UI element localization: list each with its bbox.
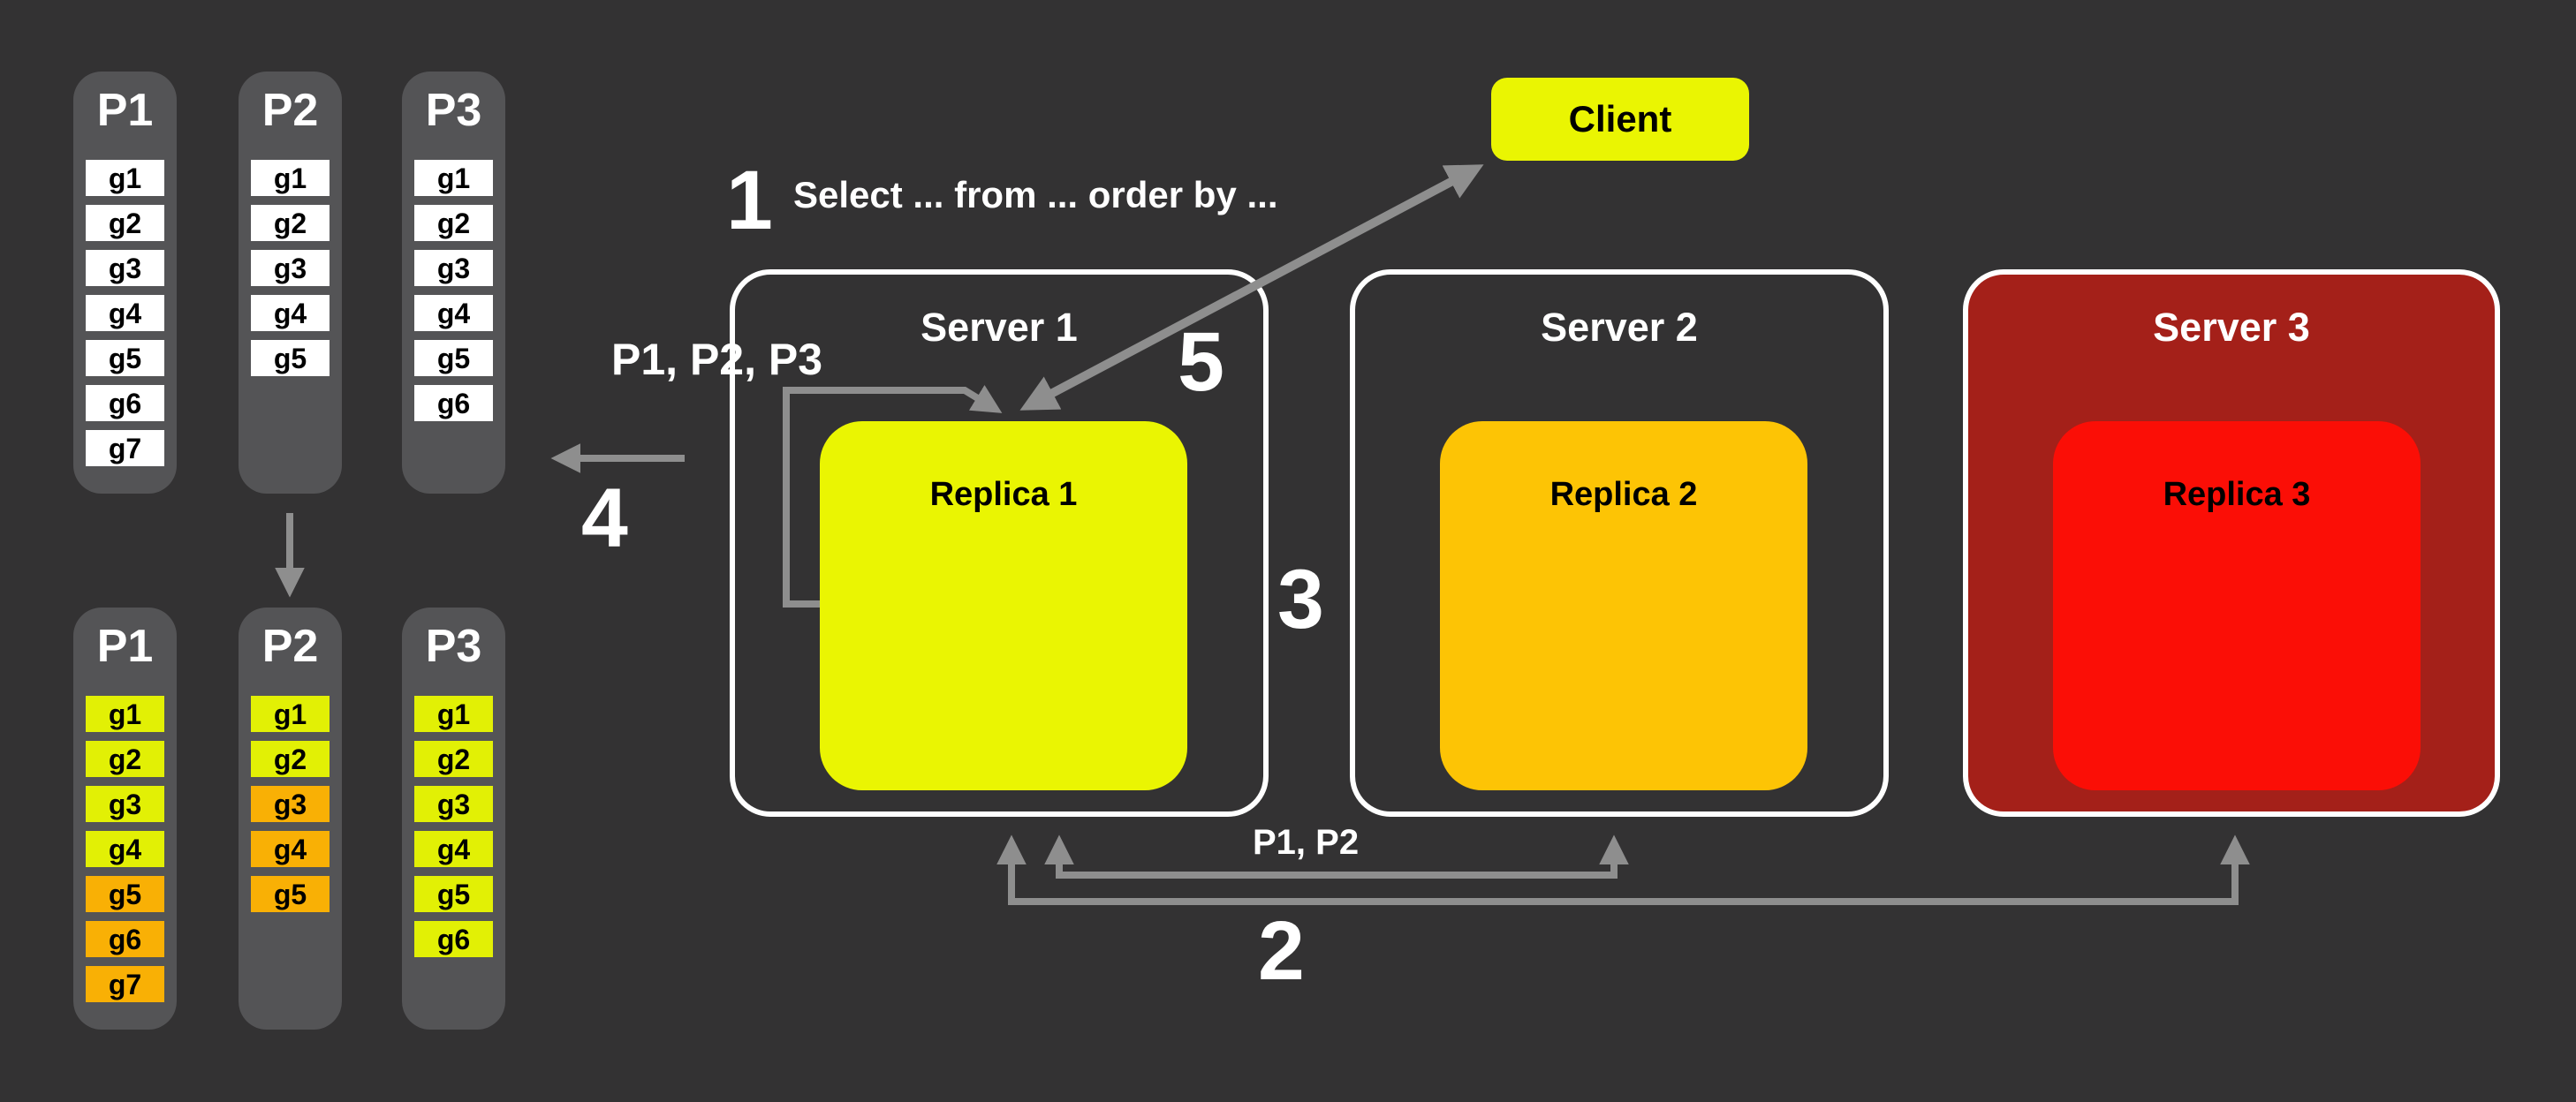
partition-cell: g4 <box>86 831 164 867</box>
step-3-number: 3 <box>1277 553 1324 646</box>
replica3-box: Replica 3 <box>2053 421 2421 790</box>
sorted-partition-column-p2: P2 g1 g2 g3 g4 g5 <box>239 608 342 1030</box>
replica3-label: Replica 3 <box>2163 476 2311 513</box>
client-box: Client <box>1491 78 1749 161</box>
partition-header: P3 <box>425 85 482 136</box>
partition-cell: g5 <box>414 876 493 912</box>
sorted-partition-column-p3: P3 g1 g2 g3 g4 g5 g6 <box>402 608 505 1030</box>
partition-cell: g1 <box>414 160 493 196</box>
unsorted-partition-column-p1: P1 g1 g2 g3 g4 g5 g6 g7 <box>73 72 177 494</box>
step-2-number: 2 <box>1258 904 1305 998</box>
server1-box: Server 1 5 Replica 1 <box>730 269 1269 817</box>
subquery-bracket-server2-arrow <box>1044 834 1629 879</box>
partition-cell: g2 <box>251 741 330 777</box>
unsorted-partition-column-p2: P2 g1 g2 g3 g4 g5 <box>239 72 342 494</box>
partition-cell: g1 <box>251 160 330 196</box>
partition-cell: g7 <box>86 430 164 466</box>
step-4-number: 4 <box>581 472 628 565</box>
partition-cell: g1 <box>86 696 164 732</box>
server3-box: Server 3 Replica 3 <box>1963 269 2500 817</box>
partition-cell: g6 <box>414 921 493 957</box>
partition-cell: g5 <box>86 876 164 912</box>
partition-header: P1 <box>96 85 154 136</box>
partition-cell: g3 <box>414 786 493 822</box>
partition-cell: g1 <box>251 696 330 732</box>
server2-title: Server 2 <box>1541 305 1698 350</box>
scatter-partitions-label: P1, P2, P3 <box>611 335 823 384</box>
partition-cell: g6 <box>86 921 164 957</box>
partition-cell: g4 <box>251 831 330 867</box>
partition-cell: g4 <box>414 295 493 331</box>
partition-cell: g3 <box>251 250 330 286</box>
partition-cell: g3 <box>86 786 164 822</box>
local-query-loop-arrow <box>783 385 1003 608</box>
partition-cell: g2 <box>251 205 330 241</box>
sorted-partition-column-p1: P1 g1 g2 g3 g4 g5 g6 g7 <box>73 608 177 1030</box>
partition-cell: g3 <box>86 250 164 286</box>
partition-header: P2 <box>261 621 319 672</box>
replica2-label: Replica 2 <box>1549 476 1698 513</box>
step-1-number: 1 <box>726 154 773 247</box>
partition-cell: g6 <box>414 385 493 421</box>
partition-cell: g4 <box>86 295 164 331</box>
partition-cell: g2 <box>86 205 164 241</box>
partition-cell: g5 <box>414 340 493 376</box>
unsorted-partition-column-p3: P3 g1 g2 g3 g4 g5 g6 <box>402 72 505 494</box>
partition-cell: g2 <box>414 205 493 241</box>
partition-cell: g3 <box>251 786 330 822</box>
partition-cell: g1 <box>86 160 164 196</box>
partition-cell: g2 <box>414 741 493 777</box>
partition-cell: g7 <box>86 966 164 1002</box>
client-query-result-arrow <box>1019 164 1484 411</box>
server3-title: Server 3 <box>2153 305 2310 350</box>
partition-cell: g4 <box>414 831 493 867</box>
partition-header: P2 <box>261 85 319 136</box>
partition-cell: g2 <box>86 741 164 777</box>
partition-header: P3 <box>425 621 482 672</box>
replica1-label: Replica 1 <box>929 476 1078 513</box>
partition-cell: g6 <box>86 385 164 421</box>
replica2-box: Replica 2 <box>1440 421 1807 790</box>
gather-partitions-label: P1, P2 <box>1253 823 1360 862</box>
partition-cell: g3 <box>414 250 493 286</box>
subquery-bracket-server3-arrow <box>996 834 2250 905</box>
partition-cell: g5 <box>251 340 330 376</box>
partition-cell: g5 <box>86 340 164 376</box>
partition-cell: g4 <box>251 295 330 331</box>
partition-cell: g5 <box>251 876 330 912</box>
partition-header: P1 <box>96 621 154 672</box>
partition-cell: g1 <box>414 696 493 732</box>
query-text-label: Select ... from ... order by ... <box>793 174 1278 215</box>
replica1-box: Replica 1 <box>820 421 1187 790</box>
server2-box: Server 2 Replica 2 <box>1350 269 1889 817</box>
